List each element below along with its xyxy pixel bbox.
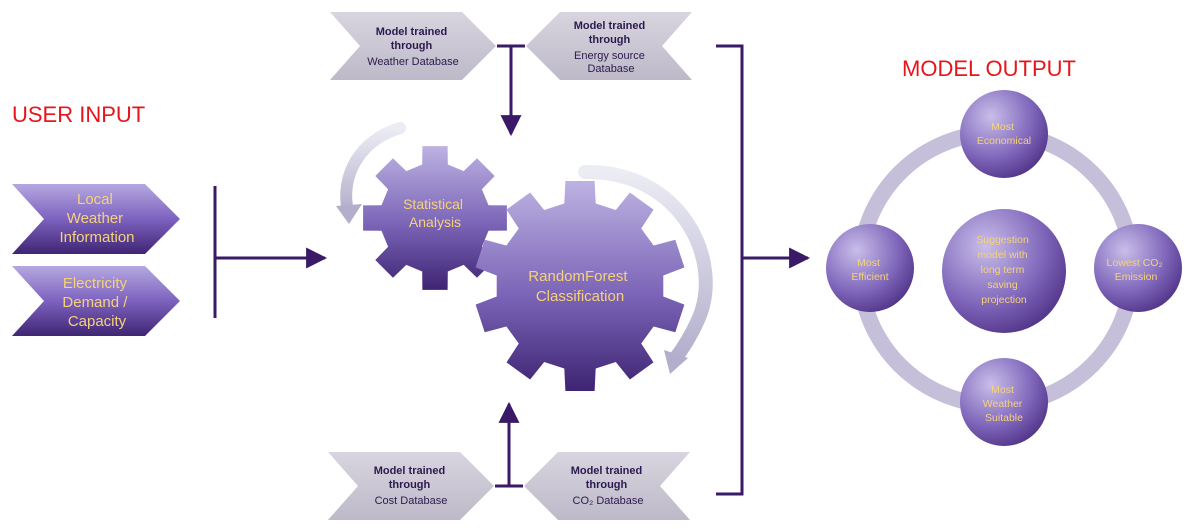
output-lowest-co2-emission: Lowest CO₂ Emission <box>1094 224 1182 312</box>
svg-text:Model trained through: Model trained through Energy source Data… <box>574 20 649 75</box>
svg-text:Model trained through: Model trained through CO₂ Database <box>571 465 646 507</box>
output-most-efficient: Most Efficient <box>826 224 914 312</box>
output-most-weather-suitable: Most Weather Suitable <box>960 358 1048 446</box>
model-output-heading: MODEL OUTPUT <box>902 56 1076 81</box>
svg-text:Lowest CO₂ Emission: Lowest CO₂ Emission <box>1107 257 1166 283</box>
output-center-suggestion: Suggestion model with long term saving p… <box>942 209 1066 333</box>
training-co2-database: Model trained through CO₂ Database <box>524 452 690 520</box>
top-training-connector <box>497 44 525 137</box>
input-local-weather: Local Weather Information <box>12 184 180 254</box>
output-most-economical: Most Economical <box>960 90 1048 178</box>
input-connector <box>213 186 328 318</box>
svg-text:Most Economical: Most Economical <box>977 121 1031 147</box>
training-weather-database: Model trained through Weather Database <box>330 12 496 80</box>
output-connector <box>716 44 811 496</box>
gear-shape <box>363 146 507 290</box>
gear-randomforest-classification-label: RandomForest Classification <box>528 268 631 305</box>
svg-text:Most Weather Suita: Most Weather Suitable <box>983 384 1025 424</box>
user-input-heading: USER INPUT <box>12 102 145 127</box>
input-electricity-demand-label: Electricity Demand / Capacity <box>62 275 131 330</box>
svg-text:Suggestion model with: Suggestion model with long term saving p… <box>976 234 1031 306</box>
gear-shape <box>475 181 685 391</box>
bottom-training-connector <box>495 401 523 488</box>
gear-randomforest-classification <box>475 181 685 391</box>
input-local-weather-label: Local Weather Information <box>59 191 134 246</box>
rotation-arrow-small <box>336 122 406 224</box>
training-cost-database: Model trained through Cost Database <box>328 452 494 520</box>
svg-text:Most Efficient: Most Efficient <box>851 257 888 283</box>
training-energy-source-database: Model trained through Energy source Data… <box>526 12 692 80</box>
svg-text:Model trained through: Model trained through Cost Database <box>374 465 449 507</box>
svg-text:Model trained through: Model trained through Weather Database <box>367 26 459 68</box>
input-electricity-demand: Electricity Demand / Capacity <box>12 266 180 336</box>
gear-statistical-analysis-label: Statistical Analysis <box>403 196 467 230</box>
rotation-arrow-large <box>578 164 713 374</box>
gear-statistical-analysis <box>363 146 507 290</box>
